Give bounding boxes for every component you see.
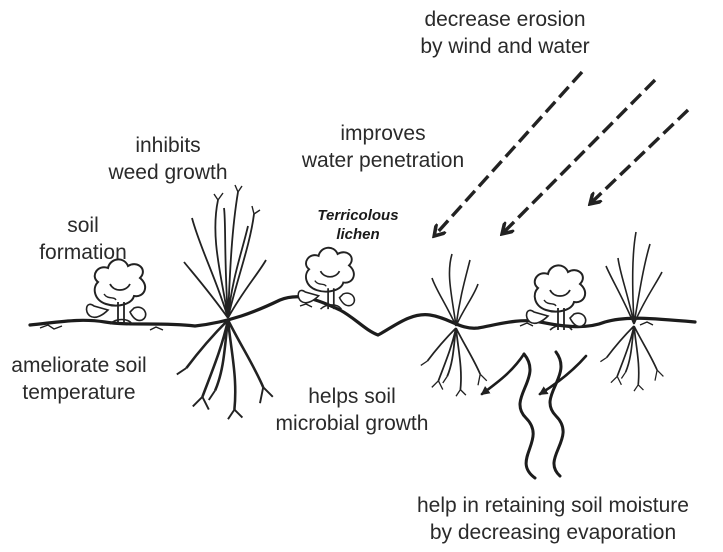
label-water-penetration: improves water penetration bbox=[278, 120, 488, 174]
grass-tuft-icon bbox=[421, 254, 487, 396]
lichen-icon bbox=[527, 265, 586, 330]
grass-tuft-icon bbox=[600, 232, 663, 391]
label-decrease-erosion: decrease erosion by wind and water bbox=[395, 6, 615, 60]
label-weed-growth: inhibits weed growth bbox=[88, 132, 248, 186]
label-soil-temperature: ameliorate soil temperature bbox=[4, 352, 154, 406]
lichen-icon bbox=[87, 259, 146, 324]
lichen-icon bbox=[298, 248, 354, 309]
label-soil-formation: soil formation bbox=[28, 212, 138, 266]
evaporation-arrow-icon bbox=[482, 352, 586, 478]
label-microbial-growth: helps soil microbial growth bbox=[252, 383, 452, 437]
label-soil-moisture: help in retaining soil moisture by decre… bbox=[388, 492, 718, 546]
label-terricolous-lichen: Terricolous lichen bbox=[306, 206, 410, 244]
